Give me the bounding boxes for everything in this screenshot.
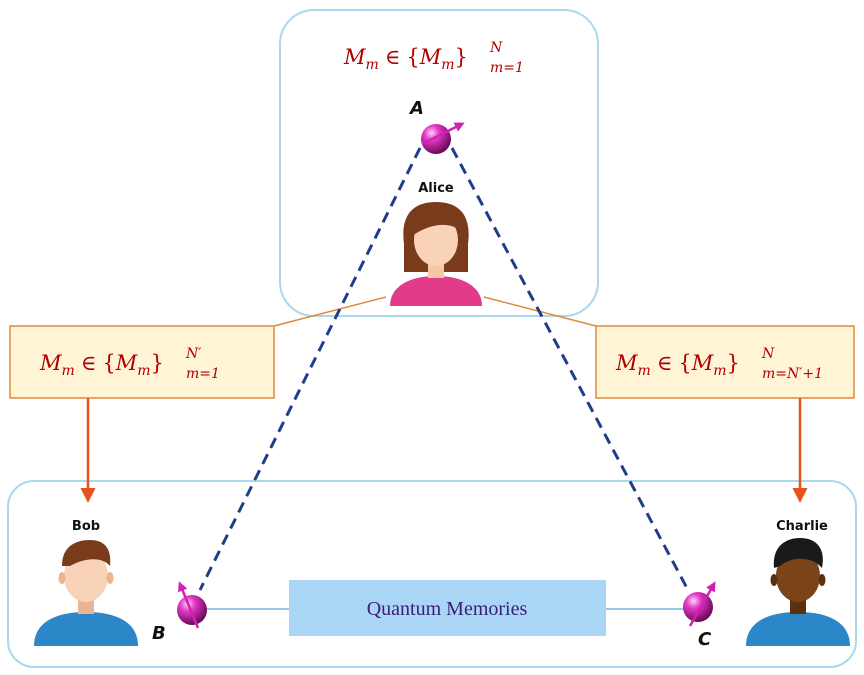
qubit-a-label: A: [408, 98, 424, 119]
svg-text:Mm∈{Mm}: Mm∈{Mm}: [343, 45, 468, 73]
svg-text:Mm∈{Mm}: Mm∈{Mm}: [39, 351, 164, 379]
charlie-avatar-icon: [746, 538, 850, 646]
quantum-memories-box: [289, 580, 606, 636]
alice-avatar-icon: [390, 202, 482, 306]
bob-formula: Mm∈{Mm} N′ m=1: [39, 346, 220, 382]
svg-text:N: N: [761, 346, 775, 362]
entanglement-line-ac: [450, 147, 690, 591]
bob-formula-box: [9, 325, 275, 399]
svg-text:N′: N′: [185, 346, 202, 362]
qubit-b-label: B: [152, 623, 166, 644]
spin-qubit-b-icon: [177, 581, 207, 629]
spin-qubit-a-icon: [421, 122, 465, 154]
svg-text:m=1: m=1: [186, 366, 220, 382]
bob-avatar-icon: [34, 540, 138, 646]
svg-text:m=1: m=1: [490, 60, 524, 76]
spin-qubit-c-icon: [683, 581, 716, 627]
qubit-c-label: C: [698, 629, 712, 650]
alice-container: [279, 9, 599, 317]
svg-text:N: N: [489, 40, 503, 56]
svg-text:Mm∈{Mm}: Mm∈{Mm}: [615, 351, 740, 379]
charlie-formula-box: [595, 325, 855, 399]
svg-text:m=N′+1: m=N′+1: [762, 366, 823, 382]
bob-charlie-container: [7, 480, 857, 668]
charlie-name: Charlie: [776, 519, 828, 534]
alice-to-bob-box-line: [273, 296, 387, 327]
charlie-formula: Mm∈{Mm} N m=N′+1: [615, 346, 823, 382]
entanglement-line-ab: [198, 147, 422, 591]
bob-name: Bob: [72, 519, 100, 534]
quantum-memories-label: Quantum Memories: [367, 598, 528, 620]
alice-name: Alice: [418, 181, 454, 196]
alice-formula: Mm∈{Mm} N m=1: [343, 40, 524, 76]
